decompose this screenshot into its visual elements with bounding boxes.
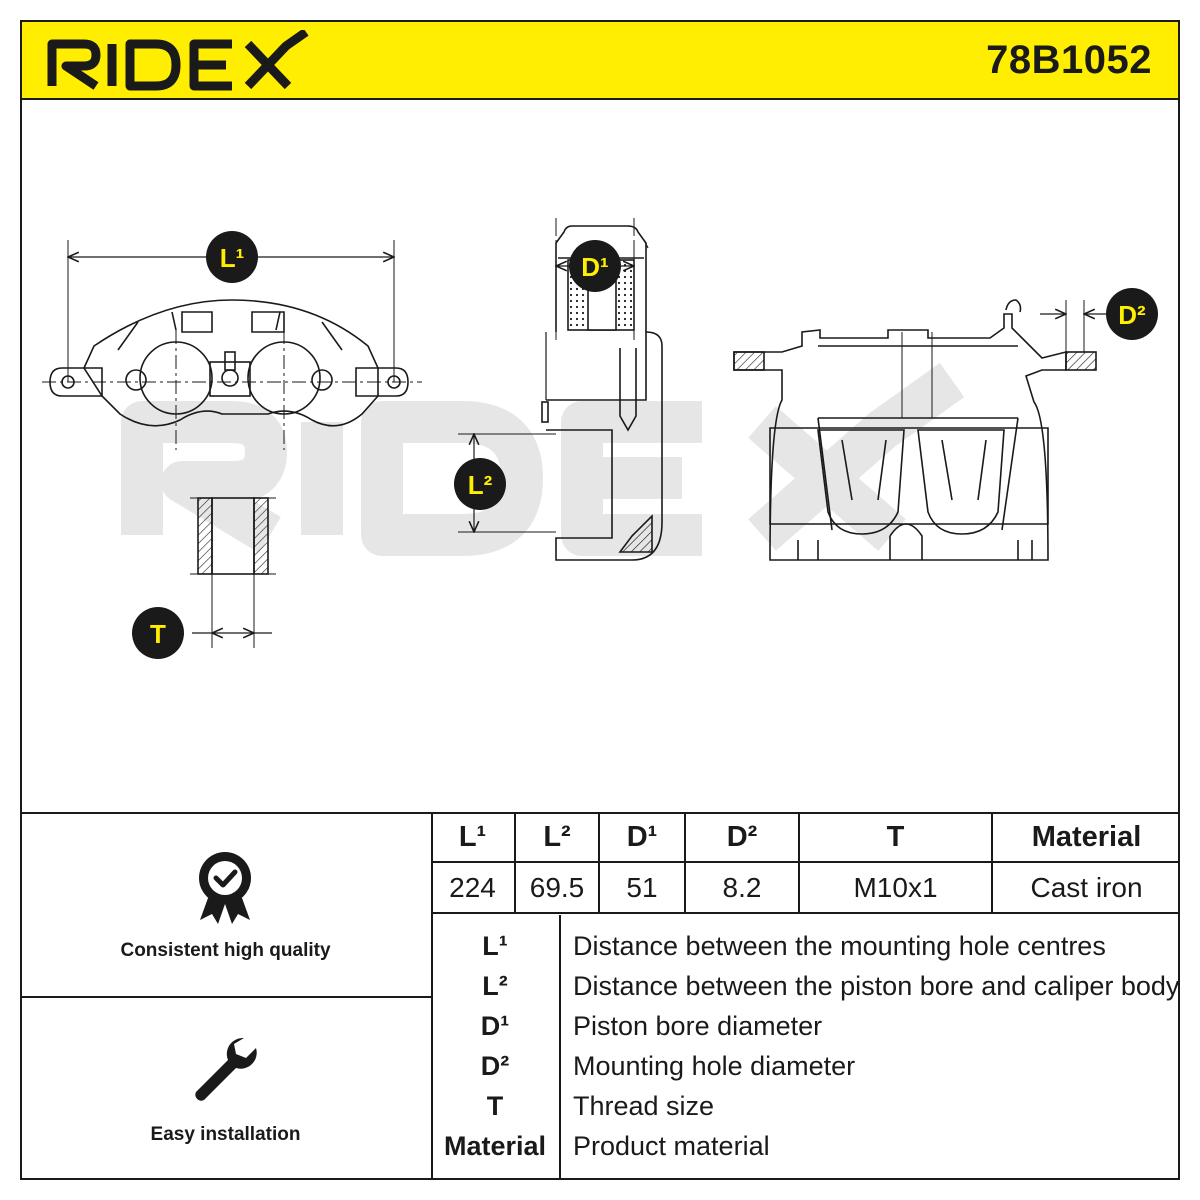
dimension-marker-l2: L² — [454, 458, 506, 510]
legend-abbr: D¹ — [480, 1011, 510, 1041]
spec-header: Material — [992, 814, 1180, 863]
spec-value: 69.5 — [515, 862, 600, 914]
legend-abbr: L² — [482, 971, 508, 1001]
features-panel: Consistent high quality Easy installatio… — [20, 814, 433, 1180]
legend-divider — [559, 915, 561, 1178]
legend-abbr: T — [486, 1091, 504, 1121]
section-divider — [20, 812, 1180, 814]
feature-installation: Easy installation — [20, 998, 431, 1180]
part-number: 78B1052 — [986, 38, 1152, 82]
dimension-marker-t: T — [132, 607, 184, 659]
spec-header: L¹ — [431, 814, 516, 863]
legend: L¹ Distance between the mounting hole ce… — [431, 915, 1180, 1178]
spec-header: T — [799, 814, 993, 863]
caliper-rear-view — [733, 299, 1097, 561]
spec-value: 51 — [599, 862, 686, 914]
legend-desc: Product material — [573, 1131, 770, 1161]
legend-desc: Distance between the piston bore and cal… — [573, 971, 1180, 1001]
feature-quality: Consistent high quality — [20, 814, 431, 998]
dimension-marker-l1: L¹ — [206, 231, 258, 283]
spec-header: D¹ — [599, 814, 686, 863]
brand-logo — [47, 30, 309, 91]
legend-abbr: Material — [443, 1131, 547, 1161]
legend-desc: Piston bore diameter — [573, 1011, 823, 1041]
legend-desc: Thread size — [573, 1091, 715, 1121]
legend-row: L¹ Distance between the mounting hole ce… — [431, 927, 1180, 967]
spec-value: M10x1 — [799, 862, 993, 914]
svg-text:L²: L² — [468, 470, 493, 500]
legend-desc: Mounting hole diameter — [573, 1051, 856, 1081]
wrench-icon — [195, 1037, 257, 1101]
header-bar: 78B1052 — [20, 20, 1180, 100]
legend-row: Material Product material — [431, 1127, 1180, 1167]
spec-table: L¹ L² D¹ D² T Material 224 69.5 51 8.2 M… — [431, 814, 1180, 914]
svg-text:D¹: D¹ — [581, 252, 608, 282]
svg-text:L¹: L¹ — [220, 243, 245, 273]
spec-value-row: 224 69.5 51 8.2 M10x1 Cast iron — [431, 862, 1180, 914]
quality-badge-icon — [199, 852, 251, 924]
legend-desc: Distance between the mounting hole centr… — [573, 931, 1106, 961]
spec-header: L² — [515, 814, 600, 863]
legend-abbr: D² — [480, 1051, 510, 1081]
spec-header-row: L¹ L² D¹ D² T Material — [431, 814, 1180, 863]
legend-row: D² Mounting hole diameter — [431, 1047, 1180, 1087]
feature-label: Easy installation — [150, 1124, 301, 1145]
thread-insert — [190, 497, 276, 648]
feature-label: Consistent high quality — [120, 940, 331, 961]
spec-value: 224 — [431, 862, 516, 914]
legend-abbr: L¹ — [482, 931, 508, 961]
svg-text:D²: D² — [1118, 300, 1146, 330]
caliper-front-view — [42, 240, 422, 450]
legend-row: T Thread size — [431, 1087, 1180, 1127]
spec-header: D² — [685, 814, 800, 863]
spec-value: Cast iron — [992, 862, 1180, 914]
spec-value: 8.2 — [685, 862, 800, 914]
legend-row: L² Distance between the piston bore and … — [431, 967, 1180, 1007]
svg-text:T: T — [150, 619, 166, 649]
technical-drawing: L¹ D¹ D² L² T — [42, 218, 1158, 659]
dimension-marker-d2: D² — [1106, 288, 1158, 340]
legend-row: D¹ Piston bore diameter — [431, 1007, 1180, 1047]
dimension-marker-d1: D¹ — [569, 240, 621, 292]
